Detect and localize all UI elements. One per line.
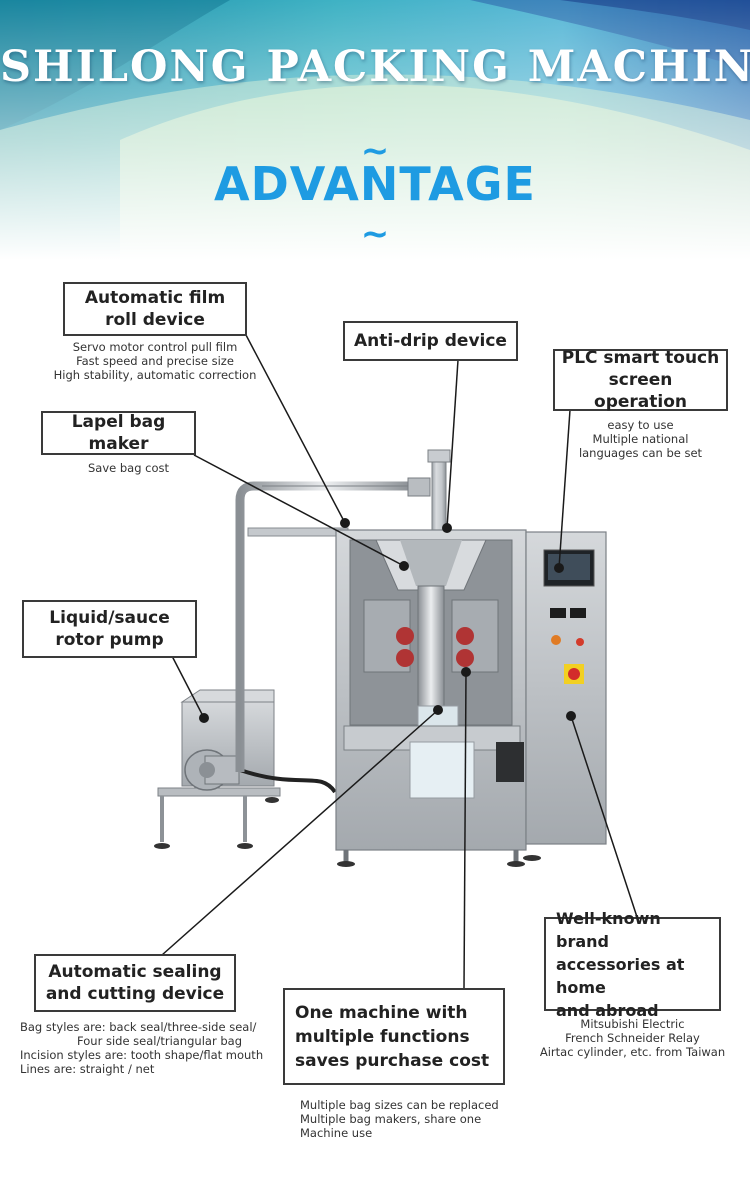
callout-anti-drip: Anti-drip device xyxy=(343,321,518,361)
callout-sealing-desc-3: Incision styles are: tooth shape/flat mo… xyxy=(20,1048,264,1076)
callout-anti-drip-label: Anti-drip device xyxy=(354,331,507,351)
section-title: ADVANTAGE xyxy=(214,157,536,211)
callout-sealing-label: Automatic sealing and cutting device xyxy=(45,962,225,1004)
tilde-bottom-decoration: ~ xyxy=(360,214,390,254)
callout-sealing-desc-2: Four side seal/triangular bag xyxy=(77,1034,242,1048)
tilde-top-decoration: ~ xyxy=(360,131,390,171)
callout-multi-function-desc: Multiple bag sizes can be replaced Multi… xyxy=(300,1098,499,1140)
callout-brand: Well-known brand accessories at home and… xyxy=(544,909,721,1020)
callout-plc: PLC smart touch screen operation xyxy=(553,348,728,412)
callout-sealing-desc-1: Bag styles are: back seal/three-side sea… xyxy=(20,1020,257,1034)
callout-lapel: Lapel bag maker xyxy=(41,411,196,455)
callout-brand-label: Well-known brand accessories at home and… xyxy=(556,908,685,1020)
callout-film-roll: Automatic film roll device xyxy=(63,282,247,336)
callout-pump-label: Liquid/sauce rotor pump xyxy=(49,608,170,650)
callout-pump: Liquid/sauce rotor pump xyxy=(22,600,197,658)
page-title: SHILONG PACKING MACHINE xyxy=(0,42,750,92)
callout-multi-function-label: One machine with multiple functions save… xyxy=(295,1002,490,1071)
callout-brand-desc: Mitsubishi Electric French Schneider Rel… xyxy=(539,1017,726,1059)
callout-film-roll-label: Automatic film roll device xyxy=(84,288,226,330)
callout-film-roll-desc: Servo motor control pull film Fast speed… xyxy=(53,340,257,382)
callout-multi-function: One machine with multiple functions save… xyxy=(283,988,505,1085)
callout-sealing: Automatic sealing and cutting device xyxy=(34,954,236,1012)
callout-plc-desc: easy to use Multiple national languages … xyxy=(578,418,703,460)
callout-plc-label: PLC smart touch screen operation xyxy=(561,348,720,412)
callout-lapel-label: Lapel bag maker xyxy=(71,412,166,454)
callout-lapel-desc: Save bag cost xyxy=(87,461,170,475)
header-background xyxy=(0,0,750,260)
